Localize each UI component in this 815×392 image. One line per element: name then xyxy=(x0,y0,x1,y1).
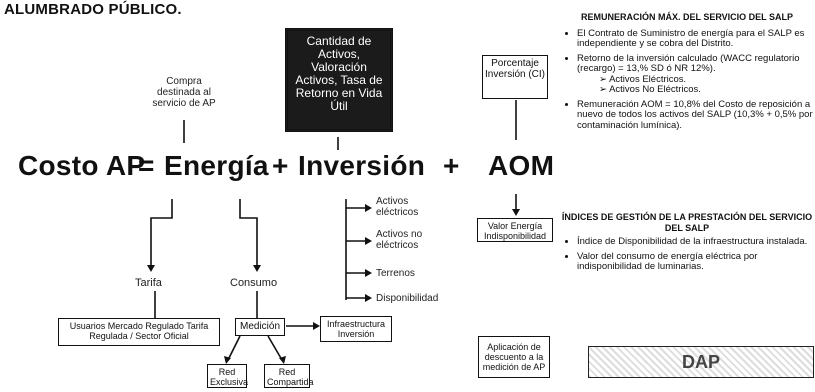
indices-panel: ÍNDICES DE GESTIÓN DE LA PRESTACIÓN DEL … xyxy=(561,212,813,277)
medicion-box: Medición xyxy=(235,318,285,336)
line-red-exclusiva xyxy=(227,335,241,361)
remuneracion-heading: REMUNERACIÓN MÁX. DEL SERVICIO DEL SALP xyxy=(580,12,794,22)
plus-sign-2: + xyxy=(443,150,460,181)
line-consumo xyxy=(239,199,258,268)
indices-heading: ÍNDICES DE GESTIÓN DE LA PRESTACIÓN DEL … xyxy=(561,212,813,233)
plus-sign-1: + xyxy=(272,150,289,181)
remuneracion-bullet: El Contrato de Suministro de energía par… xyxy=(577,28,813,50)
tarifa-label: Tarifa xyxy=(135,277,162,289)
inversion-item-activos-electricos: Activos eléctricos xyxy=(376,196,419,218)
inversion-item-terrenos: Terrenos xyxy=(376,268,415,279)
inversion-item-disponibilidad: Disponibilidad xyxy=(376,293,439,304)
tarifa-box: Usuarios Mercado Regulado Tarifa Regulad… xyxy=(58,318,220,346)
scribble-image: DAP xyxy=(588,346,814,378)
inversion-term: Inversión xyxy=(298,150,426,181)
compra-note: Compra destinada al servicio de AP xyxy=(152,76,216,109)
costo-ap: Costo AP xyxy=(18,150,146,181)
line-red-compartida xyxy=(267,335,283,361)
line-tarifa xyxy=(150,199,173,268)
remuneracion-bullet: Remuneración AOM = 10,8% del Costo de re… xyxy=(577,99,813,132)
page-title: ALUMBRADO PÚBLICO. xyxy=(4,1,182,18)
aplicacion-box: Aplicación de descuento a la medición de… xyxy=(478,336,550,378)
consumo-label: Consumo xyxy=(230,277,278,289)
sub-item: ➢ Activos Eléctricos. xyxy=(599,73,687,85)
remuneracion-bullet: Retorno de la inversión calculado (WACC … xyxy=(577,53,813,96)
porcentaje-inversion-box: Porcentaje Inversión (CI) xyxy=(482,55,548,99)
indices-bullet: Índice de Disponibilidad de la infraestr… xyxy=(577,236,813,248)
energia-term: Energía xyxy=(164,150,269,181)
inversion-item-activos-no-electricos: Activos no eléctricos xyxy=(376,229,423,251)
activos-valoracion-box: Cantidad de Activos, Valoración Activos,… xyxy=(285,28,393,132)
indices-bullet: Valor del consumo de energía eléctrica p… xyxy=(577,251,813,273)
red-compartida-box: Red Compartida xyxy=(264,364,314,388)
infraestructura-box: Infraestructura Inversión xyxy=(320,316,392,342)
sub-item: ➢ Activos No Eléctricos. xyxy=(599,84,701,95)
equals-sign: = xyxy=(138,150,155,181)
valor-energia-box: Valor Energía Indisponibilidad xyxy=(477,218,553,242)
aom-term: AOM xyxy=(488,150,555,181)
red-exclusiva-box: Red Exclusiva xyxy=(207,364,248,388)
remuneracion-panel: REMUNERACIÓN MÁX. DEL SERVICIO DEL SALP … xyxy=(561,12,813,135)
